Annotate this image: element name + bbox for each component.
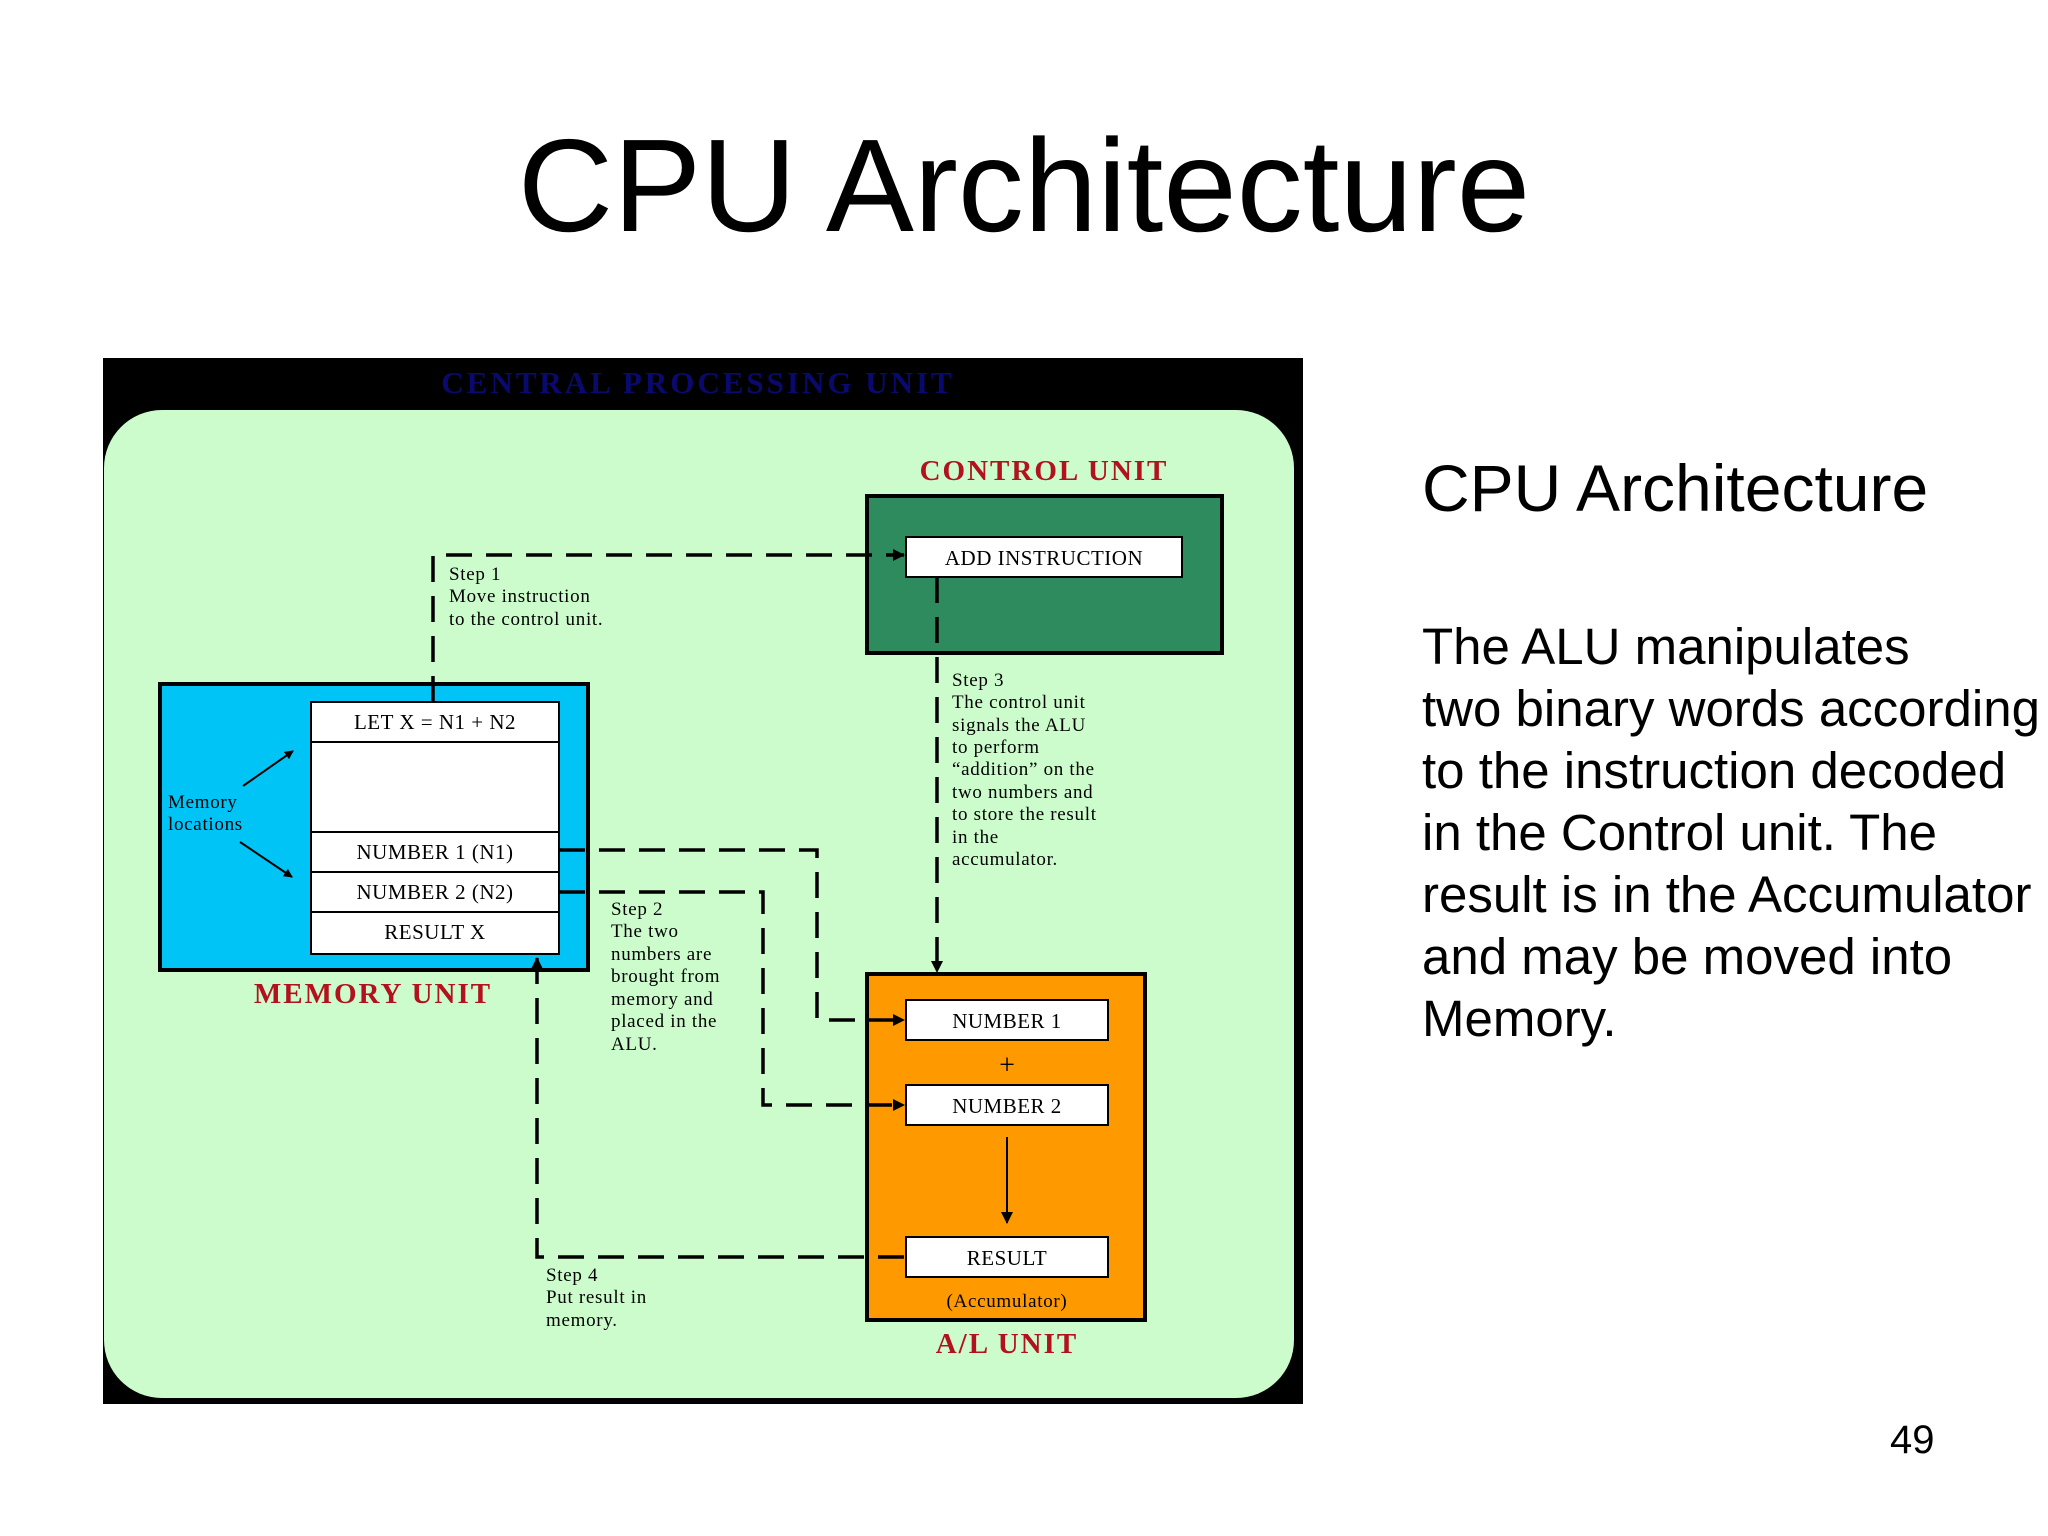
svg-text:two numbers and: two numbers and [952, 782, 1093, 803]
svg-text:Put result in: Put result in [546, 1287, 647, 1308]
svg-text:numbers are: numbers are [611, 944, 712, 965]
step4-text: Step 4 Put result in memory. [546, 1265, 647, 1331]
svg-text:The control unit: The control unit [952, 692, 1086, 713]
alu-plus: + [999, 1050, 1015, 1081]
alu-number2-cell [905, 1084, 1109, 1126]
svg-text:Step 2: Step 2 [611, 899, 663, 920]
svg-text:signals the ALU: signals the ALU [952, 715, 1086, 736]
memory-locations-arrow-up [242, 750, 294, 787]
side-body: The ALU manipulates two binary words acc… [1422, 616, 2042, 1050]
side-title: CPU Architecture [1422, 451, 1929, 525]
step4-arrow [531, 957, 904, 1259]
memory-cells-column [310, 701, 560, 955]
alu-result-cell [905, 1236, 1109, 1278]
side-body-line: to the instruction decoded [1422, 742, 2007, 799]
alu-accumulator-label: (Accumulator) [947, 1291, 1068, 1312]
svg-text:placed in the: placed in the [611, 1011, 717, 1032]
svg-text:to the control unit.: to the control unit. [449, 609, 603, 630]
add-instruction-label: ADD INSTRUCTION [945, 546, 1143, 570]
svg-text:accumulator.: accumulator. [952, 849, 1058, 870]
svg-text:memory and: memory and [611, 989, 714, 1010]
alu-number2-label: NUMBER 2 [952, 1094, 1062, 1118]
alu-number1-label: NUMBER 1 [952, 1009, 1062, 1033]
memory-locations-arrow-down [239, 841, 293, 878]
step2-arrow-number2 [559, 890, 905, 1111]
svg-text:memory.: memory. [546, 1310, 618, 1331]
memory-locations-line2: locations [168, 814, 243, 835]
memory-cell-number2: NUMBER 2 (N2) [357, 880, 514, 904]
step1-arrow [431, 549, 905, 702]
page-number: 49 [1890, 1418, 1935, 1462]
svg-text:Step 4: Step 4 [546, 1265, 598, 1286]
cpu-header: CENTRAL PROCESSING UNIT [441, 365, 954, 400]
svg-text:to store the result: to store the result [952, 804, 1097, 825]
memory-locations-line1: Memory [168, 792, 238, 813]
svg-text:to perform: to perform [952, 737, 1040, 758]
memory-cell-result: RESULT X [384, 920, 485, 944]
alu-unit-label: A/L UNIT [936, 1328, 1079, 1360]
step1-text: Step 1 Move instruction to the control u… [449, 564, 603, 630]
control-unit-label: CONTROL UNIT [920, 455, 1169, 487]
svg-text:Move instruction: Move instruction [449, 586, 591, 607]
svg-text:brought from: brought from [611, 966, 720, 987]
svg-text:Step 1: Step 1 [449, 564, 501, 585]
slide-title: CPU Architecture [517, 112, 1531, 259]
svg-text:ALU.: ALU. [611, 1034, 658, 1055]
memory-unit-label: MEMORY UNIT [254, 978, 492, 1010]
memory-cell-number1: NUMBER 1 (N1) [357, 840, 514, 864]
add-instruction-cell [905, 536, 1183, 578]
step2-arrow-number1 [559, 848, 905, 1026]
svg-text:Step 3: Step 3 [952, 670, 1004, 691]
step3-text: Step 3 The control unit signals the ALU … [952, 670, 1097, 870]
step2-text: Step 2 The two numbers are brought from … [611, 899, 720, 1055]
side-body-line: and may be moved into [1422, 928, 1953, 985]
svg-text:“addition” on the: “addition” on the [952, 759, 1095, 780]
alu-number1-cell [905, 999, 1109, 1041]
memory-cell-let: LET X = N1 + N2 [354, 710, 516, 734]
svg-text:The two: The two [611, 921, 679, 942]
side-body-line: in the Control unit. The [1422, 804, 1938, 861]
side-body-line: two binary words according [1422, 680, 2040, 737]
svg-text:in the: in the [952, 827, 999, 848]
side-body-line: Memory. [1422, 990, 1617, 1047]
side-body-line: result is in the Accumulator [1422, 866, 2032, 923]
side-body-line: The ALU manipulates [1422, 618, 1910, 675]
alu-result-label: RESULT [967, 1246, 1047, 1270]
